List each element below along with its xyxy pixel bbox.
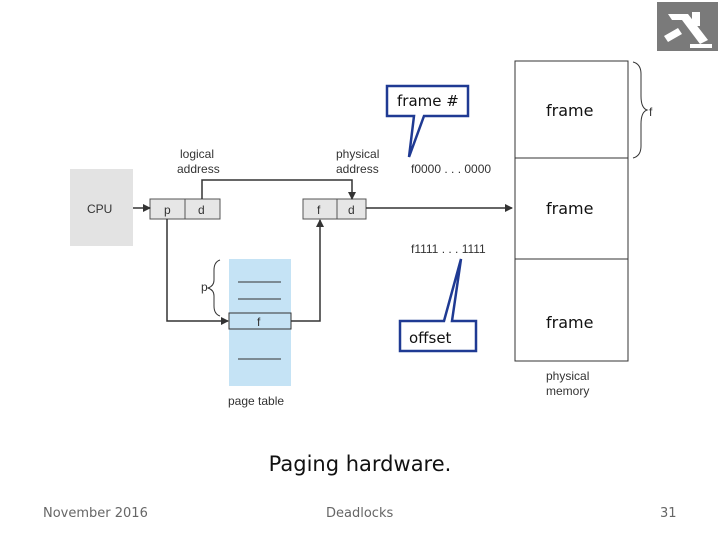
frame-number-callout [385,84,470,158]
logical-address-p: p [164,203,171,217]
logical-address-register [149,198,221,220]
page-table-label: page table [228,394,284,408]
footer-page-number: 31 [660,506,677,521]
university-logo-icon [657,2,718,51]
f-to-physical-arrow [291,219,324,322]
address-arrows [133,179,513,325]
frame-number-callout-text: frame # [397,92,459,110]
frame-brace [632,61,649,159]
footer-title: Deadlocks [326,506,394,521]
logical-address-label-1: logical [180,147,214,161]
offset-callout [398,258,478,353]
page-table-entry-f [228,312,292,330]
page-table-p-brace [206,259,221,317]
physical-address-d: d [348,203,355,217]
p-to-page-table-arrow [166,219,229,325]
physical-address-f: f [317,203,321,217]
physical-address-label-1: physical [336,147,379,161]
offset-callout-text: offset [409,329,452,347]
page-table-entry-lines [238,281,281,360]
page-table [229,259,291,386]
page-table-entry-f-label: f [257,315,261,329]
frame-brace-label: f [649,105,653,119]
physical-memory-label-2: memory [546,384,589,398]
frame-start-address: f0000 . . . 0000 [411,162,491,176]
logical-address-label-2: address [177,162,220,176]
d-passthrough-arrow [201,179,356,200]
footer-date: November 2016 [43,506,148,521]
physical-memory-label-1: physical [546,369,589,383]
physical-memory [514,60,629,362]
cpu-label: CPU [87,202,112,216]
physical-address-register [302,198,367,220]
slide-caption: Paging hardware. [268,452,452,476]
memory-frame-2: frame [546,199,593,218]
frame-end-address: f1111 . . . 1111 [411,242,486,256]
cpu-box [70,169,133,246]
physical-address-label-2: address [336,162,379,176]
logical-address-d: d [198,203,205,217]
page-table-p-marker: p [201,280,208,294]
memory-frame-3: frame [546,313,593,332]
memory-frame-1: frame [546,101,593,120]
